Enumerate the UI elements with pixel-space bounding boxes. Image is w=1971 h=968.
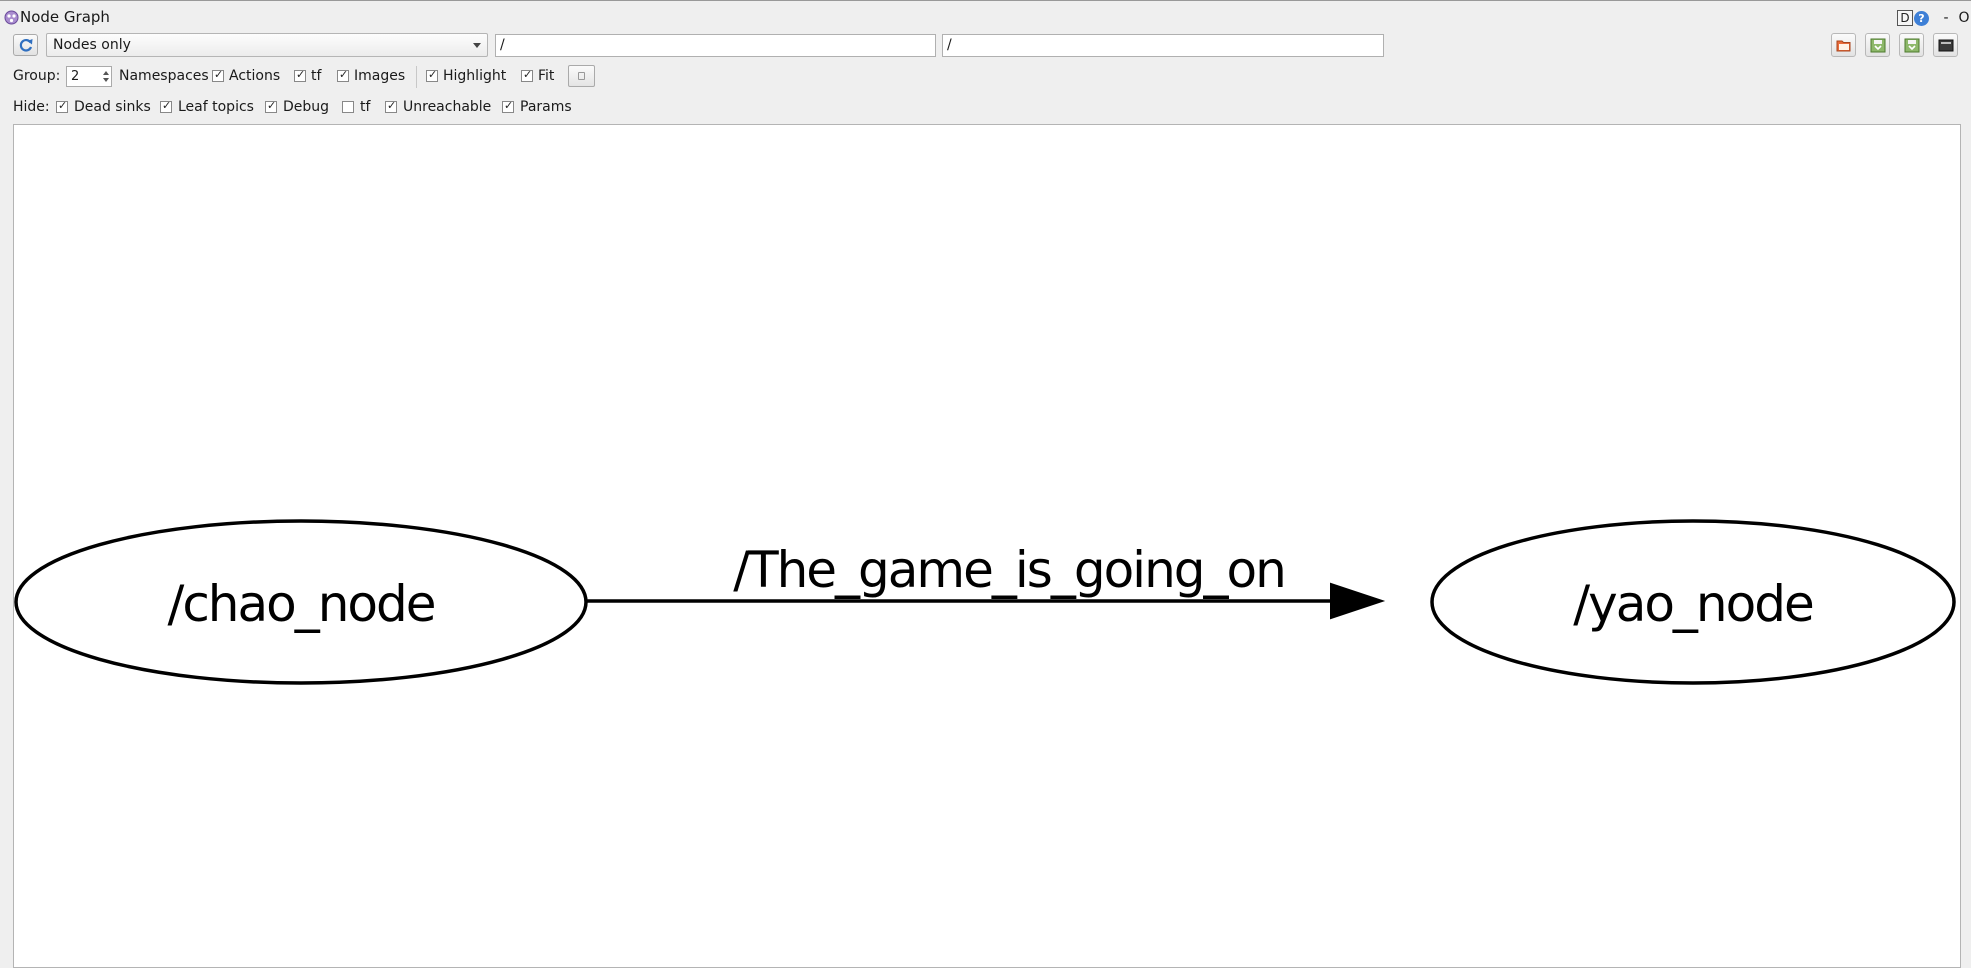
- highlight-checkbox[interactable]: [426, 68, 438, 82]
- topic-filter-input[interactable]: /: [942, 34, 1384, 57]
- save-svg-button[interactable]: [1899, 33, 1924, 57]
- hide-tf-label: tf: [360, 99, 371, 115]
- save-image-icon: [1938, 39, 1954, 52]
- actions-checkbox[interactable]: [212, 68, 224, 82]
- actions-label: Actions: [229, 68, 281, 84]
- debug-checkbox[interactable]: [265, 99, 277, 113]
- node-filter-input[interactable]: /: [495, 34, 936, 57]
- highlight-label: Highlight: [443, 68, 507, 84]
- fit-label: Fit: [538, 68, 555, 84]
- arrowhead-icon: [1330, 582, 1386, 620]
- save-image-button[interactable]: [1933, 33, 1958, 57]
- window-title: Node Graph: [20, 8, 110, 26]
- dead-sinks-checkbox[interactable]: [56, 99, 68, 113]
- fit-view-icon: [578, 72, 585, 80]
- unreachable-label: Unreachable: [403, 99, 492, 115]
- group-spinbox[interactable]: 2: [66, 66, 112, 87]
- node-label-chao: /chao_node: [167, 575, 434, 633]
- node-label-yao: /yao_node: [1573, 575, 1813, 633]
- spin-up-icon[interactable]: [103, 71, 109, 75]
- leaf-topics-label: Leaf topics: [178, 99, 254, 115]
- load-dot-button[interactable]: [1831, 33, 1856, 57]
- graph-svg: /chao_node /The_game_is_going_on /yao_no…: [14, 519, 1956, 685]
- graph-mode-value: Nodes only: [53, 37, 131, 53]
- refresh-button[interactable]: [13, 34, 38, 56]
- debug-label: Debug: [283, 99, 330, 115]
- fit-checkbox[interactable]: [521, 68, 533, 82]
- rqt-logo-icon: [4, 10, 19, 25]
- hide-label: Hide:: [13, 99, 50, 115]
- dock-button[interactable]: D: [1897, 10, 1913, 26]
- edge-label: /The_game_is_going_on: [733, 541, 1285, 599]
- node-ellipse: [14, 519, 588, 685]
- unreachable-checkbox[interactable]: [385, 99, 397, 113]
- group-value: 2: [71, 69, 80, 84]
- group-label: Group:: [13, 68, 61, 84]
- save-svg-icon: [1904, 38, 1920, 53]
- graph-options-row: Group: 2 Namespaces Actions tf Images Hi…: [0, 64, 1971, 88]
- refresh-icon: [19, 38, 33, 52]
- save-dot-button[interactable]: [1865, 33, 1890, 57]
- spin-down-icon[interactable]: [103, 78, 109, 82]
- title-bar: Node Graph D ? - O: [0, 0, 1971, 33]
- tf-checkbox[interactable]: [294, 68, 306, 82]
- close-button[interactable]: O: [1958, 10, 1970, 26]
- node-ellipse: [1430, 519, 1956, 685]
- images-checkbox[interactable]: [337, 68, 349, 82]
- dead-sinks-label: Dead sinks: [74, 99, 151, 115]
- params-label: Params: [520, 99, 572, 115]
- namespaces-label: Namespaces: [119, 68, 209, 84]
- params-checkbox[interactable]: [502, 99, 514, 113]
- graph-edge[interactable]: /The_game_is_going_on: [587, 541, 1386, 620]
- load-dot-icon: [1836, 40, 1851, 52]
- hide-options-row: Hide: Dead sinks Leaf topics Debug tf Un…: [0, 95, 1971, 119]
- chevron-down-icon: [473, 43, 481, 48]
- hide-tf-checkbox[interactable]: [342, 101, 354, 113]
- help-button[interactable]: ?: [1914, 10, 1929, 26]
- separator: [416, 66, 417, 88]
- graph-node-chao[interactable]: /chao_node: [14, 519, 588, 685]
- leaf-topics-checkbox[interactable]: [160, 99, 172, 113]
- tf-label: tf: [311, 68, 322, 84]
- graph-canvas[interactable]: /chao_node /The_game_is_going_on /yao_no…: [13, 124, 1961, 968]
- images-label: Images: [354, 68, 406, 84]
- save-dot-icon: [1870, 38, 1886, 53]
- graph-mode-select[interactable]: Nodes only: [46, 33, 488, 57]
- title-controls: D ? - O: [1897, 9, 1971, 27]
- graph-node-yao[interactable]: /yao_node: [1430, 519, 1956, 685]
- fit-view-button[interactable]: [568, 65, 595, 87]
- minimize-button[interactable]: -: [1943, 10, 1949, 26]
